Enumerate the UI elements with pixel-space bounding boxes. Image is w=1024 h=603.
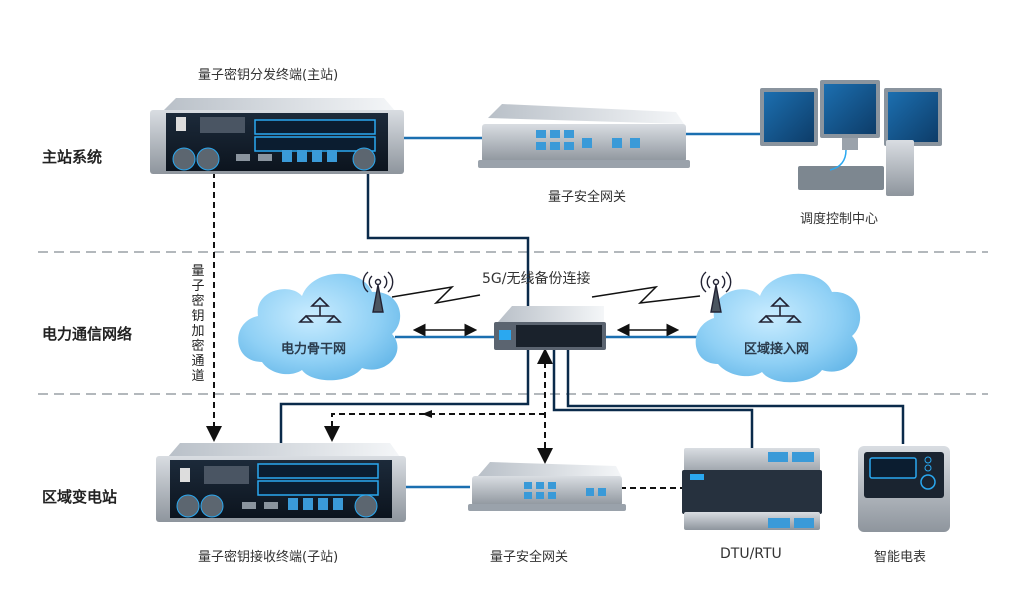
wireless-bolt-left — [391, 285, 481, 305]
smart-meter-label: 智能电表 — [874, 550, 927, 565]
link-qkd-master-switch — [366, 172, 530, 310]
gateway-slave-device[interactable] — [468, 462, 626, 511]
left-arrow-head — [422, 410, 432, 418]
network-switch-device[interactable] — [494, 306, 606, 350]
qkd-slave-label: 量子密钥接收终端(子站) — [198, 550, 339, 565]
link-switch-meter — [566, 350, 905, 444]
backbone-cloud-label: 电力骨干网 — [281, 342, 347, 357]
gateway-slave-label: 量子安全网关 — [490, 550, 569, 565]
key-sync-line — [324, 413, 545, 442]
antenna-left-icon — [362, 271, 394, 313]
link-switch-dtu — [552, 350, 754, 448]
solid-links — [279, 132, 905, 489]
antenna-right-icon — [700, 271, 732, 313]
gateway-master-label: 量子安全网关 — [548, 190, 627, 205]
wireless-bolt-right — [591, 285, 701, 304]
dispatch-center-label: 调度控制中心 — [800, 212, 879, 227]
qkd-slave-device[interactable] — [156, 443, 406, 522]
dtu-rtu-device[interactable] — [682, 448, 822, 530]
zone-label-network: 电力通信网络 — [42, 325, 133, 343]
quantum-channel-label: 量子密钥加密通道 — [191, 264, 205, 384]
zone-label-substation: 区域变电站 — [42, 488, 118, 506]
smart-meter-device[interactable] — [858, 446, 950, 532]
link-switch-qkd-slave — [279, 350, 530, 443]
zone-label-master: 主站系统 — [42, 148, 103, 166]
qkd-master-label: 量子密钥分发终端(主站) — [198, 68, 339, 83]
access-cloud-label: 区域接入网 — [744, 342, 810, 357]
access-cloud[interactable] — [695, 273, 861, 383]
dashed-links — [206, 172, 682, 489]
dispatch-center-device[interactable] — [760, 80, 942, 196]
gateway-master-device[interactable] — [478, 104, 690, 168]
qkd-master-device[interactable] — [150, 98, 404, 174]
dtu-rtu-label: DTU/RTU — [720, 546, 782, 562]
backbone-cloud[interactable] — [238, 273, 401, 381]
wireless-backup-label: 5G/无线备份连接 — [482, 271, 591, 287]
